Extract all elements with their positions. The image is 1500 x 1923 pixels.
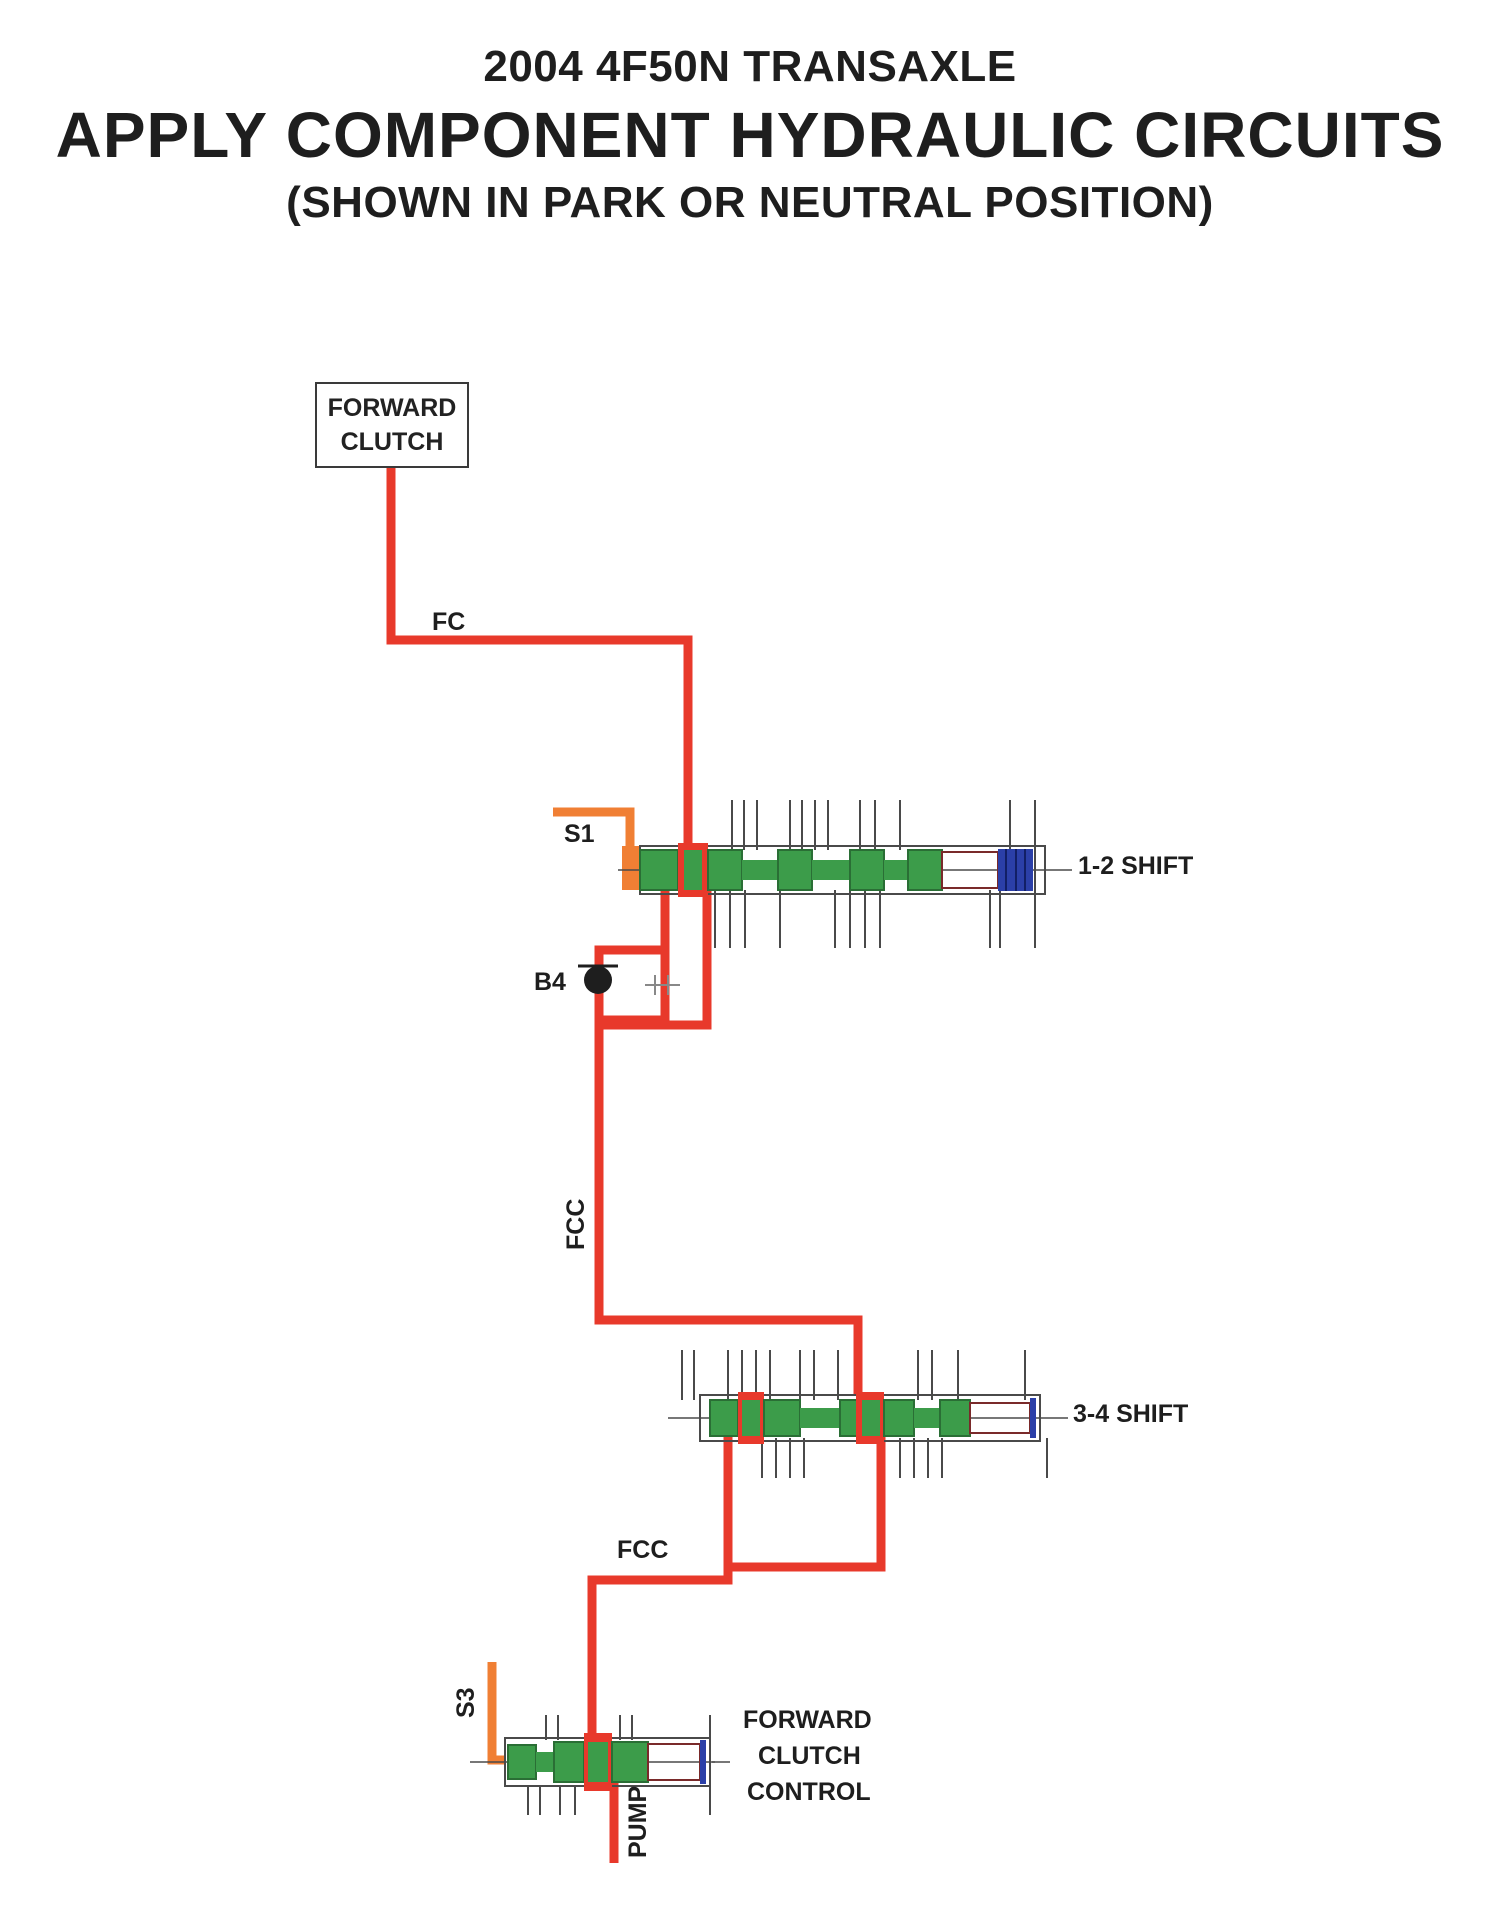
circuit-label-pump: PUMP (624, 1785, 652, 1858)
fc-circuit-line (386, 466, 693, 850)
valve-label-12-shift: 1-2 SHIFT (1078, 852, 1194, 880)
solenoid-label-s1: S1 (564, 820, 595, 848)
valve-34-shift (668, 1350, 1068, 1478)
valve-label-fcc-line1: FORWARD (743, 1706, 872, 1734)
check-ball-label-b4: B4 (534, 968, 566, 996)
forward-clutch-box-line2: CLUTCH (340, 428, 444, 456)
forward-clutch-box: FORWARD CLUTCH (315, 382, 469, 468)
s3-feed-line (487, 1662, 505, 1765)
solenoid-label-s3: S3 (452, 1687, 480, 1718)
circuit-label-fcc-upper: FCC (562, 1198, 590, 1250)
fcc-upper-circuit-line (594, 880, 863, 1395)
valve-label-fcc-line3: CONTROL (747, 1778, 871, 1806)
s1-feed-line (553, 807, 635, 850)
valve-label-34-shift: 3-4 SHIFT (1073, 1400, 1189, 1428)
s1-feed-port (622, 846, 640, 890)
valve-12-shift (618, 800, 1072, 948)
valve-forward-clutch-control (470, 1715, 730, 1815)
diagram-title: APPLY COMPONENT HYDRAULIC CIRCUITS (55, 99, 1445, 171)
b4-check-ball (578, 964, 680, 995)
forward-clutch-box-line1: FORWARD (327, 394, 457, 422)
valve-label-fcc-line2: CLUTCH (758, 1742, 861, 1770)
circuit-label-fcc-lower: FCC (617, 1536, 669, 1564)
diagram-year-model: 2004 4F50N TRANSAXLE (483, 42, 1017, 91)
diagram-subtitle: (SHOWN IN PARK OR NEUTRAL POSITION) (286, 178, 1214, 227)
circuit-label-fc: FC (432, 608, 466, 636)
